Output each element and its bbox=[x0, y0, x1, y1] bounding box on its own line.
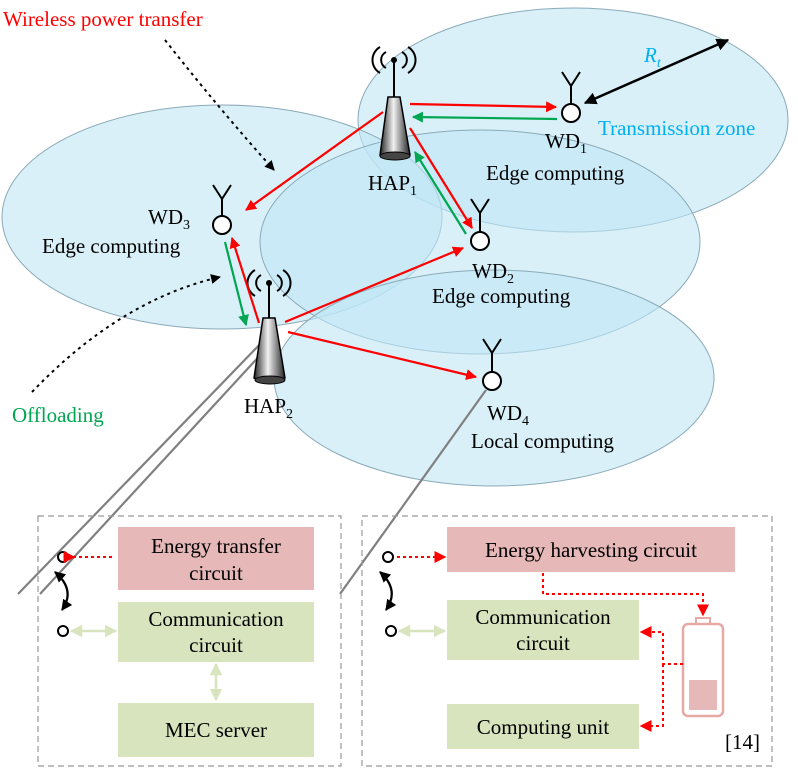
wd-switch-arrow bbox=[379, 571, 397, 611]
hap1-label: HAP1 bbox=[368, 171, 417, 199]
hap-communication-circuit-box bbox=[118, 602, 314, 662]
wd2-mode: Edge computing bbox=[432, 284, 571, 308]
offloading-arrows bbox=[223, 111, 558, 327]
arrow-hap2-wd4 bbox=[287, 330, 478, 381]
pointer-offloading bbox=[31, 274, 221, 393]
hap-switch-arrow bbox=[54, 571, 73, 611]
energy-harvesting-label: Energy harvesting circuit bbox=[485, 538, 697, 562]
wireless-power-transfer-label: Wireless power transfer bbox=[3, 7, 203, 31]
energy-transfer-circuit-box bbox=[118, 527, 314, 590]
wd-communication-line1: Communication bbox=[475, 605, 611, 629]
wd3-antenna-icon bbox=[212, 184, 232, 235]
arrow-hap2-wd3 bbox=[229, 236, 261, 324]
energy-harvesting-circuit-box bbox=[447, 527, 735, 572]
offload-wd3-hap2 bbox=[223, 241, 249, 327]
wd1-mode: Edge computing bbox=[486, 161, 625, 185]
wd4-label: WD4 bbox=[487, 401, 529, 429]
wd-communication-line2: circuit bbox=[516, 631, 570, 655]
power-transfer-arrows bbox=[229, 101, 558, 381]
transmission-zone-label: Transmission zone bbox=[598, 116, 755, 140]
pointer-wireless-power bbox=[164, 39, 275, 171]
radius-label: Rt bbox=[643, 43, 662, 71]
offload-wd1-hap1 bbox=[411, 111, 558, 123]
computing-unit-label: Computing unit bbox=[477, 715, 610, 739]
offload-wd2-hap1 bbox=[414, 151, 467, 235]
hap1-tower-icon bbox=[371, 46, 417, 161]
hap-communication-line1: Communication bbox=[148, 607, 284, 631]
wd4-mode: Local computing bbox=[471, 429, 614, 453]
wd2-antenna-icon bbox=[470, 198, 490, 251]
wd-structure-panel: Energy harvesting circuit Communication … bbox=[361, 515, 773, 767]
arrow-hap1-wd1 bbox=[409, 101, 558, 113]
wd-communication-circuit-box bbox=[447, 600, 639, 660]
hap-structure-panel: Energy transfer circuit Communication ci… bbox=[37, 515, 342, 767]
wd1-label: WD1 bbox=[545, 129, 587, 157]
wd4-antenna-icon bbox=[482, 338, 502, 391]
annotation-pointers bbox=[31, 39, 275, 393]
callout-lines bbox=[17, 337, 487, 595]
wd1-antenna-icon bbox=[561, 71, 581, 123]
arrow-hap2-wd2 bbox=[284, 246, 465, 324]
hap2-label: HAP2 bbox=[244, 394, 293, 422]
mec-server-label: MEC server bbox=[165, 718, 267, 742]
energy-transfer-line1: Energy transfer bbox=[151, 534, 281, 558]
hap2-tower-icon bbox=[246, 269, 292, 385]
arrow-hap1-wd3 bbox=[245, 111, 384, 211]
mec-server-box bbox=[118, 703, 314, 757]
wd3-mode: Edge computing bbox=[42, 234, 181, 258]
citation-label: [14] bbox=[725, 730, 760, 754]
offloading-label: Offloading bbox=[12, 403, 104, 427]
wd3-label: WD3 bbox=[148, 205, 190, 233]
energy-transfer-line2: circuit bbox=[189, 561, 243, 585]
wd2-label: WD2 bbox=[472, 259, 514, 287]
arrow-hap1-wd2 bbox=[409, 127, 473, 229]
radius-arrow bbox=[583, 38, 730, 105]
battery-icon bbox=[681, 617, 725, 718]
hap-communication-line2: circuit bbox=[189, 633, 243, 657]
computing-unit-box bbox=[447, 704, 639, 749]
